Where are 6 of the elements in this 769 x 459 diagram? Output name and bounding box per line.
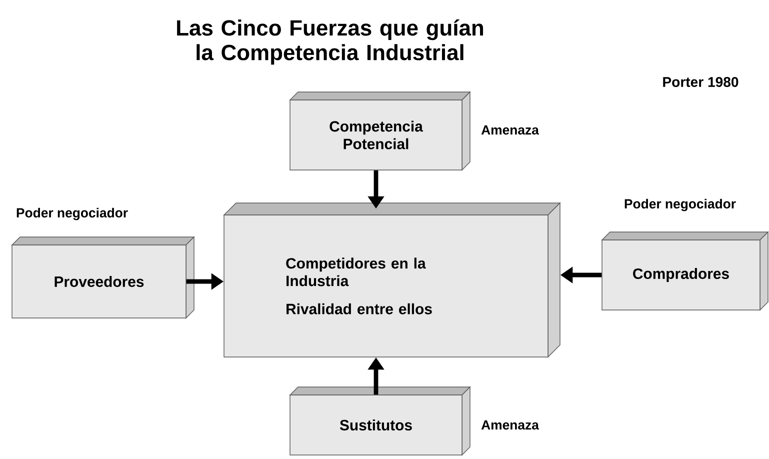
title: Las Cinco Fuerzas que guían la Competencia Industrial	[177, 19, 484, 65]
beside-label: Amenaza	[481, 125, 539, 135]
author-note: Porter 1980	[663, 77, 738, 87]
beside-label: Poder negociador	[16, 208, 128, 220]
beside-label: Amenaza	[481, 420, 539, 430]
beside-label: Poder negociador	[624, 198, 736, 212]
